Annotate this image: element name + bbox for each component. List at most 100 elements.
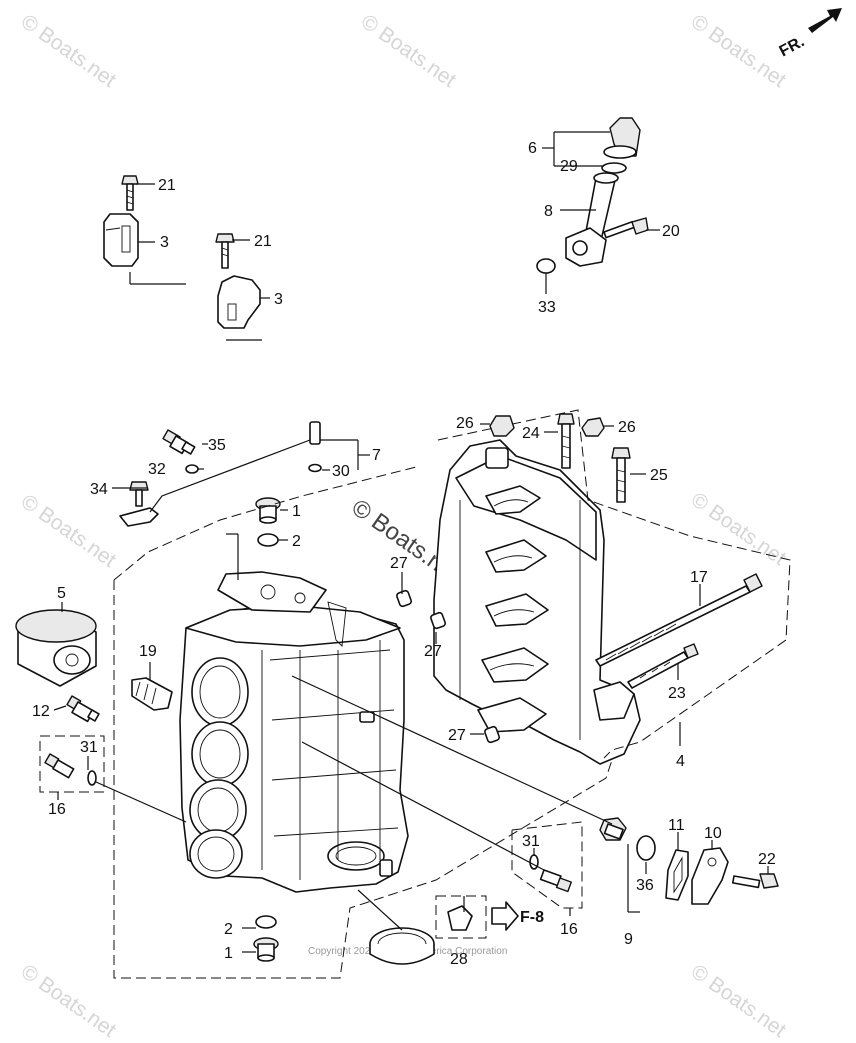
bolt-21-lower [215, 233, 235, 269]
crankcase-4 [433, 439, 641, 765]
callout-9: 9 [624, 931, 633, 948]
callout-16-right: 16 [560, 921, 578, 938]
bolt-24 [557, 413, 575, 469]
oring-31-left [87, 770, 97, 786]
fitting-icon [447, 896, 473, 931]
gasket-11 [665, 849, 689, 901]
callout-31-left: 31 [80, 739, 98, 756]
dowel-27-c [484, 725, 501, 744]
bolt-22 [731, 873, 779, 889]
callout-2-bottom: 2 [224, 921, 233, 938]
washer-36 [636, 835, 656, 861]
washer-32 [185, 464, 199, 474]
washer-2-bottom [255, 915, 277, 929]
oil-cap-6 [603, 117, 641, 159]
cylinder-bore [191, 657, 249, 727]
bearing-web [485, 593, 549, 627]
callout-22: 22 [758, 851, 776, 868]
callout-8: 8 [544, 203, 553, 220]
bolt-17 [595, 573, 763, 667]
dowel-27-b [430, 611, 447, 630]
callout-3-lower: 3 [274, 291, 283, 308]
bolt-23 [627, 643, 699, 689]
callout-6: 6 [528, 140, 537, 157]
parts-diagram-canvas: © Boats.net © Boats.net © Boats.net © Bo… [15, 8, 842, 1042]
callout-11: 11 [668, 817, 685, 834]
cylinder-block [179, 571, 409, 893]
oil-filter-5 [15, 609, 97, 687]
bolt-21-upper [121, 175, 139, 211]
oring-30 [308, 463, 322, 473]
callout-32: 32 [148, 461, 166, 478]
callout-20: 20 [662, 223, 680, 240]
callout-1-bottom: 1 [224, 945, 233, 962]
callout-29: 29 [560, 158, 578, 175]
dipstick-wire [149, 439, 311, 513]
plug-1-bottom [253, 937, 279, 962]
callout-21-lower: 21 [254, 233, 272, 250]
plug-9 [599, 817, 627, 841]
plug-1-top [255, 497, 281, 524]
callout-27-a: 27 [390, 555, 408, 572]
callout-24: 24 [522, 425, 540, 442]
dowel-27-a [396, 589, 413, 608]
dipstick-bracket [119, 507, 159, 527]
reference-f8[interactable]: F-8 [520, 909, 544, 926]
oring-31-right [529, 854, 539, 870]
sensor-16-left [44, 753, 75, 779]
callout-16-left: 16 [48, 801, 66, 818]
callout-34: 34 [90, 481, 108, 498]
callout-1-top: 1 [292, 503, 301, 520]
callout-26-b: 26 [618, 419, 636, 436]
callout-27-b: 27 [424, 643, 442, 660]
bearing-web [485, 485, 541, 515]
callout-28: 28 [450, 951, 468, 968]
cylinder-bore [189, 829, 243, 879]
callout-27-c: 27 [448, 727, 466, 744]
callout-4: 4 [676, 753, 685, 770]
f8-reference-box [435, 895, 487, 939]
cylinder-bore [191, 721, 249, 787]
callout-19: 19 [139, 643, 157, 660]
sensor-16-group [511, 821, 583, 909]
callout-26-a: 26 [456, 415, 474, 432]
callout-12: 12 [32, 703, 50, 720]
bolt-34 [129, 481, 149, 507]
oil-seal-28 [369, 927, 435, 965]
callout-21-upper: 21 [158, 177, 176, 194]
oring-29 [601, 162, 627, 174]
callout-17: 17 [690, 569, 708, 586]
stud-19 [131, 677, 173, 711]
bracket-3-upper [103, 213, 139, 267]
sensor-16-right [539, 869, 572, 893]
front-direction-arrow-icon [808, 8, 842, 33]
switch-12 [66, 695, 100, 723]
oring-33 [536, 258, 556, 274]
bearing-web [485, 539, 547, 573]
callout-30: 30 [332, 463, 350, 480]
cover-10 [691, 847, 729, 905]
callout-25: 25 [650, 467, 668, 484]
dipstick-guide-7 [309, 421, 321, 445]
sensor-35 [162, 429, 196, 455]
callout-23: 23 [668, 685, 686, 702]
bracket-3-lower [217, 275, 261, 329]
oil-filler-pipe-8 [565, 172, 619, 267]
callout-35: 35 [208, 437, 226, 454]
washer-2-top [257, 533, 279, 547]
callout-3-upper: 3 [160, 234, 169, 251]
callout-31-right: 31 [522, 833, 540, 850]
nut-26-b [581, 417, 605, 437]
crankcase-outline [437, 409, 791, 759]
callout-10: 10 [704, 825, 722, 842]
callout-36: 36 [636, 877, 654, 894]
exploded-view-drawing: FR. [15, 8, 842, 979]
callout-33: 33 [538, 299, 556, 316]
bolt-20 [603, 217, 649, 239]
callout-2-top: 2 [292, 533, 301, 550]
callout-7: 7 [372, 447, 381, 464]
bolt-25 [611, 447, 631, 503]
nut-26-a [489, 415, 515, 437]
callout-5: 5 [57, 585, 66, 602]
arrow-right-icon [491, 901, 519, 931]
